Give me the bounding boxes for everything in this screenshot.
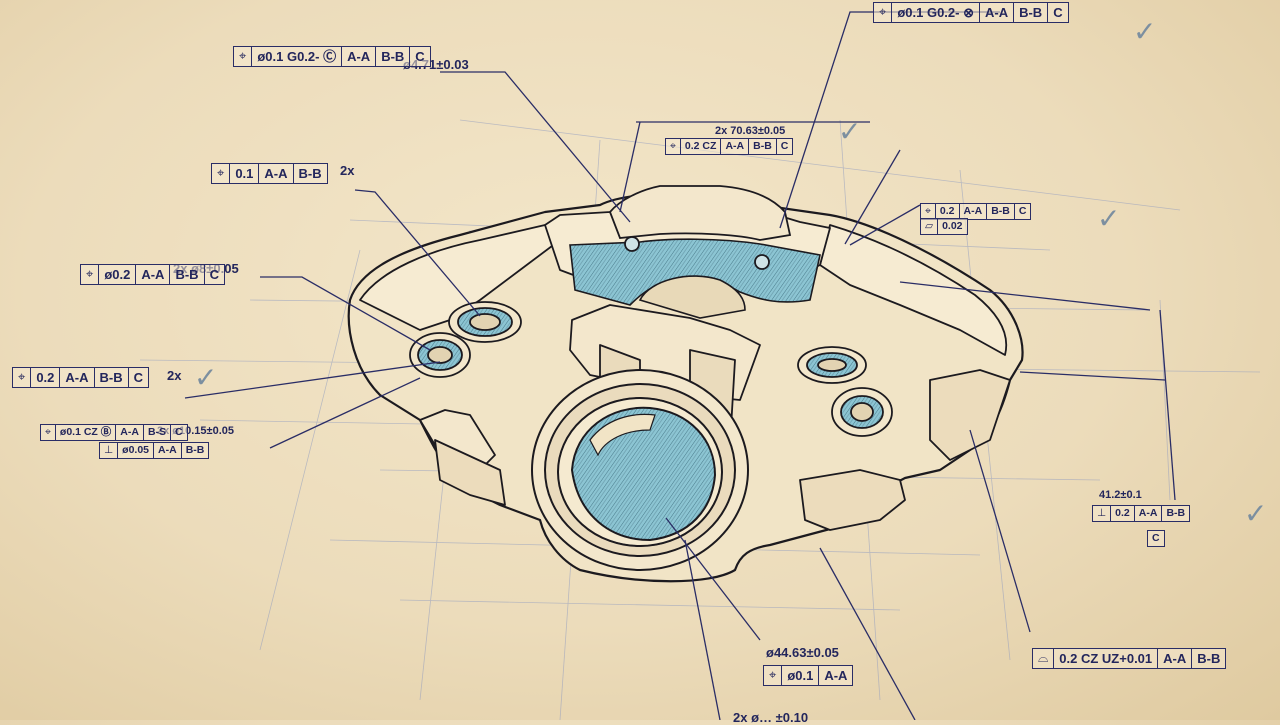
position-symbol: ⌖: [239, 49, 247, 64]
fcf-tolerance: 0.2: [934, 204, 959, 219]
datum-c-label: C: [1152, 532, 1160, 544]
position-symbol: ⌖: [86, 267, 94, 282]
check-icon: ✓: [838, 115, 862, 148]
fcf-datum-c: C: [203, 265, 224, 284]
fcf-tolerance: ø0.1: [781, 666, 818, 685]
mounting-holes: [409, 301, 893, 437]
flatness-symbol: ▱: [925, 220, 934, 232]
check-icon: ✓: [194, 361, 218, 394]
fcf-datum-b: B-B: [1161, 506, 1189, 521]
check-icon: ✓: [1097, 202, 1121, 235]
fcf-datum-a: A-A: [153, 443, 181, 458]
fcf-tolerance: 0.1: [229, 164, 258, 183]
fcf-tolerance: 0.2 CZ: [679, 139, 721, 154]
fcf-left-2: ⌖ ø0.2 A-A B-B C: [80, 264, 225, 285]
fcf-left-1: ⌖ 0.1 A-A B-B: [211, 163, 328, 184]
fcf-datum-a: A-A: [958, 204, 987, 219]
fcf-left-4a: ⌖ ø0.1 CZ Ⓑ A-A B-S C: [40, 424, 188, 441]
fcf-datum-c: C: [409, 47, 429, 66]
fcf-bottom-right: ⌓ 0.2 CZ UZ+0.01 A-A B-B: [1032, 648, 1227, 669]
fcf-datum-a: A-A: [1133, 506, 1162, 521]
fcf-datum-c: C: [170, 425, 187, 440]
fcf-tolerance: 0.2 CZ UZ+0.01: [1053, 649, 1157, 668]
fcf-datum-c: C: [1047, 3, 1067, 22]
fcf-upper-left: ⌖ ø0.1 G0.2- Ⓒ A-A B-B C: [233, 46, 431, 67]
fcf-datum-b: B-B: [169, 265, 203, 284]
fcf-datum-b: B-B: [292, 164, 327, 183]
main-bore: [531, 369, 749, 571]
fcf-datum-b: B-B: [1013, 3, 1047, 22]
fcf-datum-a: A-A: [978, 3, 1013, 22]
position-symbol: ⌖: [45, 426, 51, 438]
fcf-datum-a: A-A: [1157, 649, 1191, 668]
fcf-tolerance: 0.2: [30, 368, 59, 387]
fcf-datum-a: A-A: [135, 265, 169, 284]
position-symbol: ⌖: [18, 370, 26, 385]
label-2x-left-1: 2x: [340, 163, 355, 178]
fcf-right-upper-a: ⌖ 0.2 A-A B-B C: [920, 203, 1032, 220]
fcf-datum-b: B-B: [180, 443, 209, 458]
check-icon: ✓: [1244, 497, 1268, 530]
fcf-tolerance: ø0.1 G0.2- ⊗: [891, 3, 979, 22]
fcf-datum-a: A-A: [818, 666, 852, 685]
fcf-datum-a: A-A: [720, 139, 748, 154]
fcf-datum-a: A-A: [115, 425, 143, 440]
datum-c-box: C: [1147, 530, 1165, 547]
fcf-tolerance: 0.2: [1110, 506, 1134, 521]
fcf-top-right: ⌖ ø0.1 G0.2- ⊗ A-A B-B C: [873, 2, 1069, 23]
dim-bottom-cut: 2x ø… ±0.10: [733, 710, 809, 725]
fcf-tolerance: 0.02: [937, 219, 966, 234]
position-symbol: ⌖: [879, 5, 887, 20]
fcf-center: ⌖ 0.2 CZ A-A B-B C: [665, 138, 794, 155]
position-symbol: ⌖: [670, 140, 676, 152]
position-symbol: ⌖: [925, 205, 931, 217]
dim-right: 41.2±0.1: [1099, 489, 1142, 501]
fcf-datum-b: B-S: [142, 425, 170, 440]
fcf-datum-c: C: [775, 139, 793, 154]
fcf-tolerance: ø0.2: [98, 265, 135, 284]
fcf-left-3: ⌖ 0.2 A-A B-B C: [12, 367, 150, 388]
fcf-datum-b: B-B: [375, 47, 409, 66]
fcf-bottom: ⌖ ø0.1 A-A: [763, 665, 854, 686]
label-2x-left-3: 2x: [167, 368, 182, 383]
fcf-datum-b: B-B: [748, 139, 776, 154]
fcf-datum-a: A-A: [59, 368, 93, 387]
perpendicularity-symbol: ⊥: [104, 444, 114, 456]
surface-profile-symbol: ⌓: [1038, 651, 1049, 666]
position-symbol: ⌖: [769, 668, 777, 683]
fcf-datum-b: B-B: [93, 368, 128, 387]
dim-center: 2x 70.63±0.05: [715, 125, 786, 137]
fcf-datum-c: C: [127, 368, 148, 387]
fcf-datum-a: A-A: [258, 164, 292, 183]
position-symbol: ⌖: [217, 166, 225, 181]
fcf-datum-b: B-B: [1191, 649, 1225, 668]
dim-bottom: ø44.63±0.05: [766, 645, 839, 660]
fcf-tolerance: ø0.1 G0.2- Ⓒ: [251, 47, 341, 66]
fcf-tolerance: ø0.05: [117, 443, 153, 458]
fcf-left-4b: ⊥ ø0.05 A-A B-B: [99, 442, 210, 459]
fcf-datum-a: A-A: [341, 47, 375, 66]
perpendicularity-symbol: ⊥: [1097, 507, 1107, 519]
check-icon: ✓: [1133, 15, 1157, 48]
fcf-datum-c: C: [1013, 204, 1031, 219]
fcf-datum-b: B-B: [986, 204, 1014, 219]
fcf-right-upper-b: ▱ 0.02: [920, 218, 968, 235]
fcf-tolerance: ø0.1 CZ Ⓑ: [54, 425, 115, 440]
fcf-right-lower: ⊥ 0.2 A-A B-B: [1092, 505, 1191, 522]
